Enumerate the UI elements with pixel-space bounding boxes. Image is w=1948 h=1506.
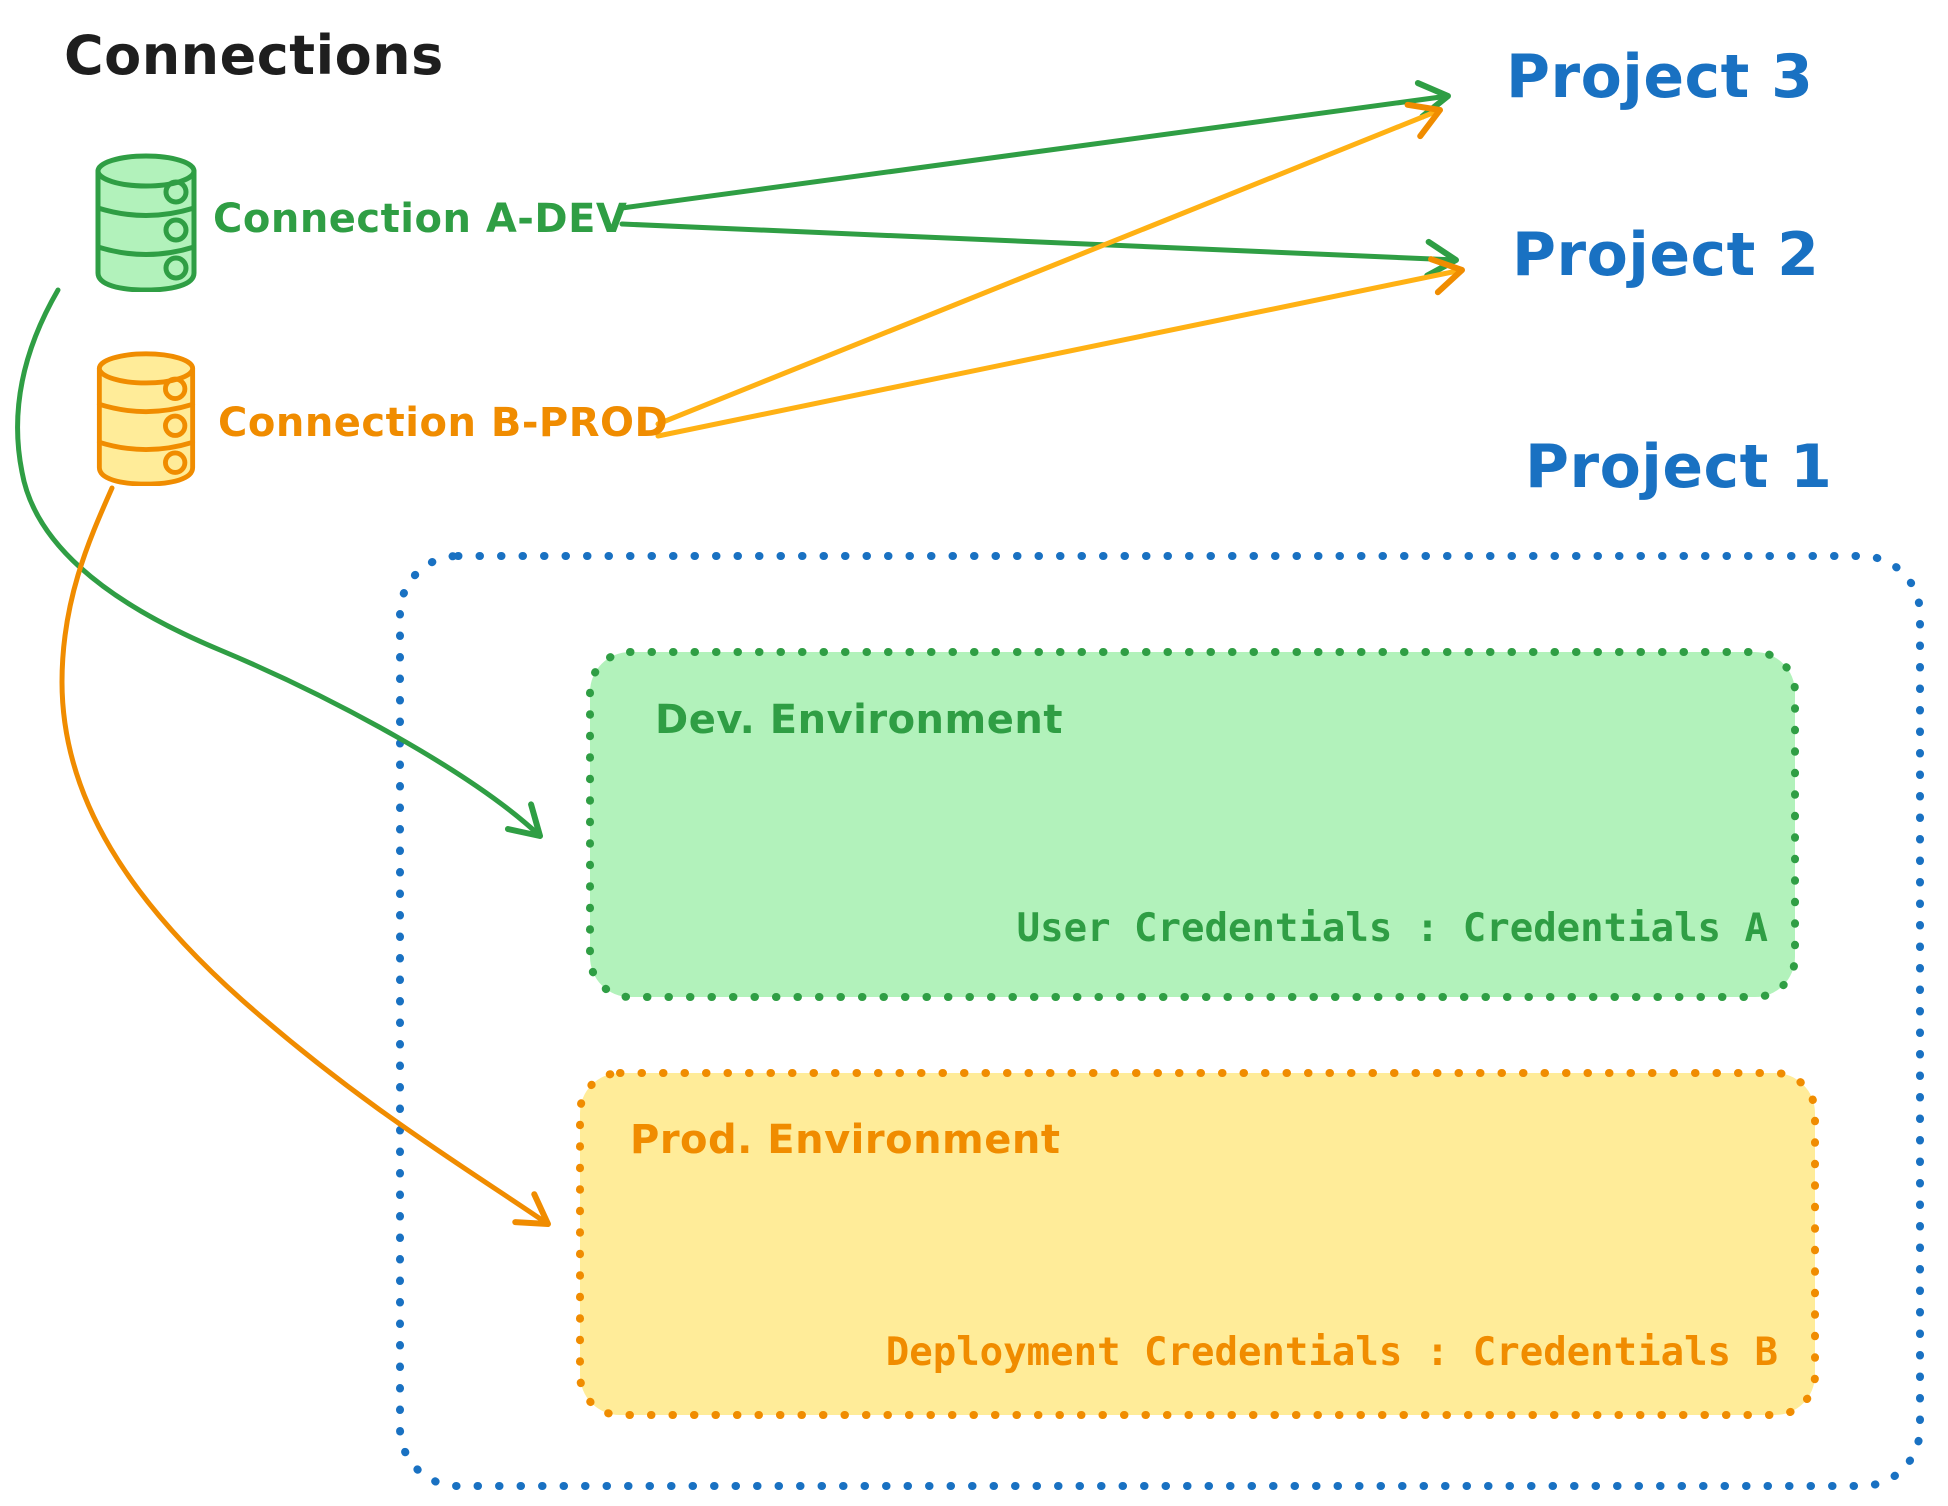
prod-environment-title: Prod. Environment: [630, 1117, 1061, 1163]
database-icon: [95, 153, 197, 292]
connection-a-dev-label: Connection A-DEV: [213, 196, 628, 242]
arrow-connection-b-to-project2: [655, 256, 1465, 439]
page-title: Connections: [64, 24, 444, 87]
dev-environment-title: Dev. Environment: [655, 697, 1063, 743]
project-2-label: Project 2: [1512, 220, 1820, 290]
arrow-connection-b-to-project3: [655, 101, 1443, 427]
arrow-connection-a-to-project3: [619, 80, 1451, 211]
project1-container-box: [396, 552, 1924, 1490]
dev-environment-credentials: User Credentials : Credentials A: [1016, 906, 1768, 951]
project-3-label: Project 3: [1506, 42, 1814, 112]
arrow-connection-a-to-dev-environment: [15, 287, 543, 839]
arrow-connection-b-to-prod-environment: [59, 485, 551, 1227]
connection-b-prod-label: Connection B-PROD: [218, 400, 669, 446]
database-icon: [96, 351, 196, 486]
prod-environment-box: [576, 1069, 1819, 1419]
dev-environment-box: [586, 648, 1799, 1001]
arrow-connection-a-to-project2: [619, 221, 1459, 279]
project-1-label: Project 1: [1525, 432, 1833, 502]
prod-environment-credentials: Deployment Credentials : Credentials B: [885, 1330, 1778, 1375]
